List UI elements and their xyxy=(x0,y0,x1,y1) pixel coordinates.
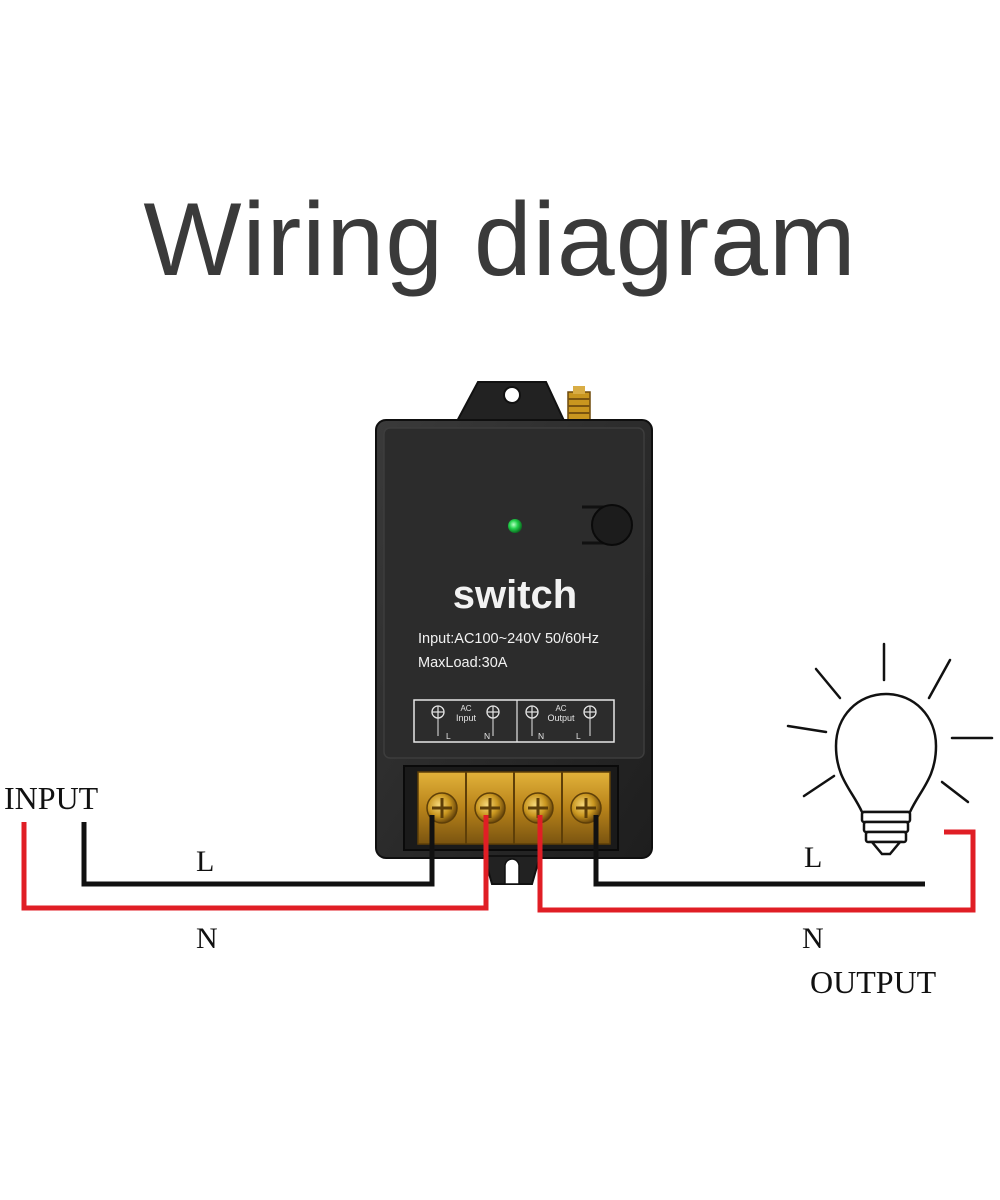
indicator-led-icon xyxy=(508,519,522,533)
terminal-pin-label: L xyxy=(446,731,451,741)
device-top-panel xyxy=(383,427,645,759)
terminal-symbol-icon xyxy=(486,705,500,736)
output-neutral-label: N xyxy=(802,922,824,955)
terminal-symbol-icon xyxy=(525,705,539,736)
input-side-label: INPUT xyxy=(4,780,99,816)
device-spec-load: MaxLoad:30A xyxy=(418,655,508,671)
terminal-pin-label: N xyxy=(538,731,544,741)
terminal-screw-icon[interactable] xyxy=(522,792,554,824)
learn-button[interactable] xyxy=(582,504,633,546)
input-live-wire xyxy=(81,815,435,887)
device-spec-input: Input:AC100~240V 50/60Hz xyxy=(418,631,599,647)
device-name: switch xyxy=(453,573,577,617)
mounting-hole xyxy=(503,386,521,404)
terminal-screw-icon[interactable] xyxy=(474,792,506,824)
page-title: Wiring diagram xyxy=(143,182,857,298)
output-neutral-wire xyxy=(537,815,976,913)
output-live-wire xyxy=(593,815,925,887)
terminal-output-label: Output xyxy=(547,713,575,723)
terminal-output-ac-label: AC xyxy=(555,704,566,713)
terminal-symbol-icon xyxy=(583,705,597,736)
antenna-connector-icon xyxy=(567,386,591,423)
terminal-symbol-icon xyxy=(431,705,445,736)
output-side-label: OUTPUT xyxy=(810,964,937,1000)
relay-switch-device: switch Input:AC100~240V 50/60Hz MaxLoad:… xyxy=(375,381,653,885)
terminal-input-label: Input xyxy=(456,713,477,723)
input-neutral-label: N xyxy=(196,922,218,955)
input-live-label: L xyxy=(196,845,214,878)
terminal-block xyxy=(403,765,619,851)
output-live-label: L xyxy=(804,841,822,874)
terminal-input-ac-label: AC xyxy=(460,704,471,713)
terminal-pin-label: N xyxy=(484,731,490,741)
input-neutral-wire xyxy=(21,815,489,911)
terminal-legend-panel: AC Input AC Output L N N L xyxy=(413,699,615,743)
terminal-pin-label: L xyxy=(576,731,581,741)
light-bulb-icon xyxy=(786,642,994,856)
